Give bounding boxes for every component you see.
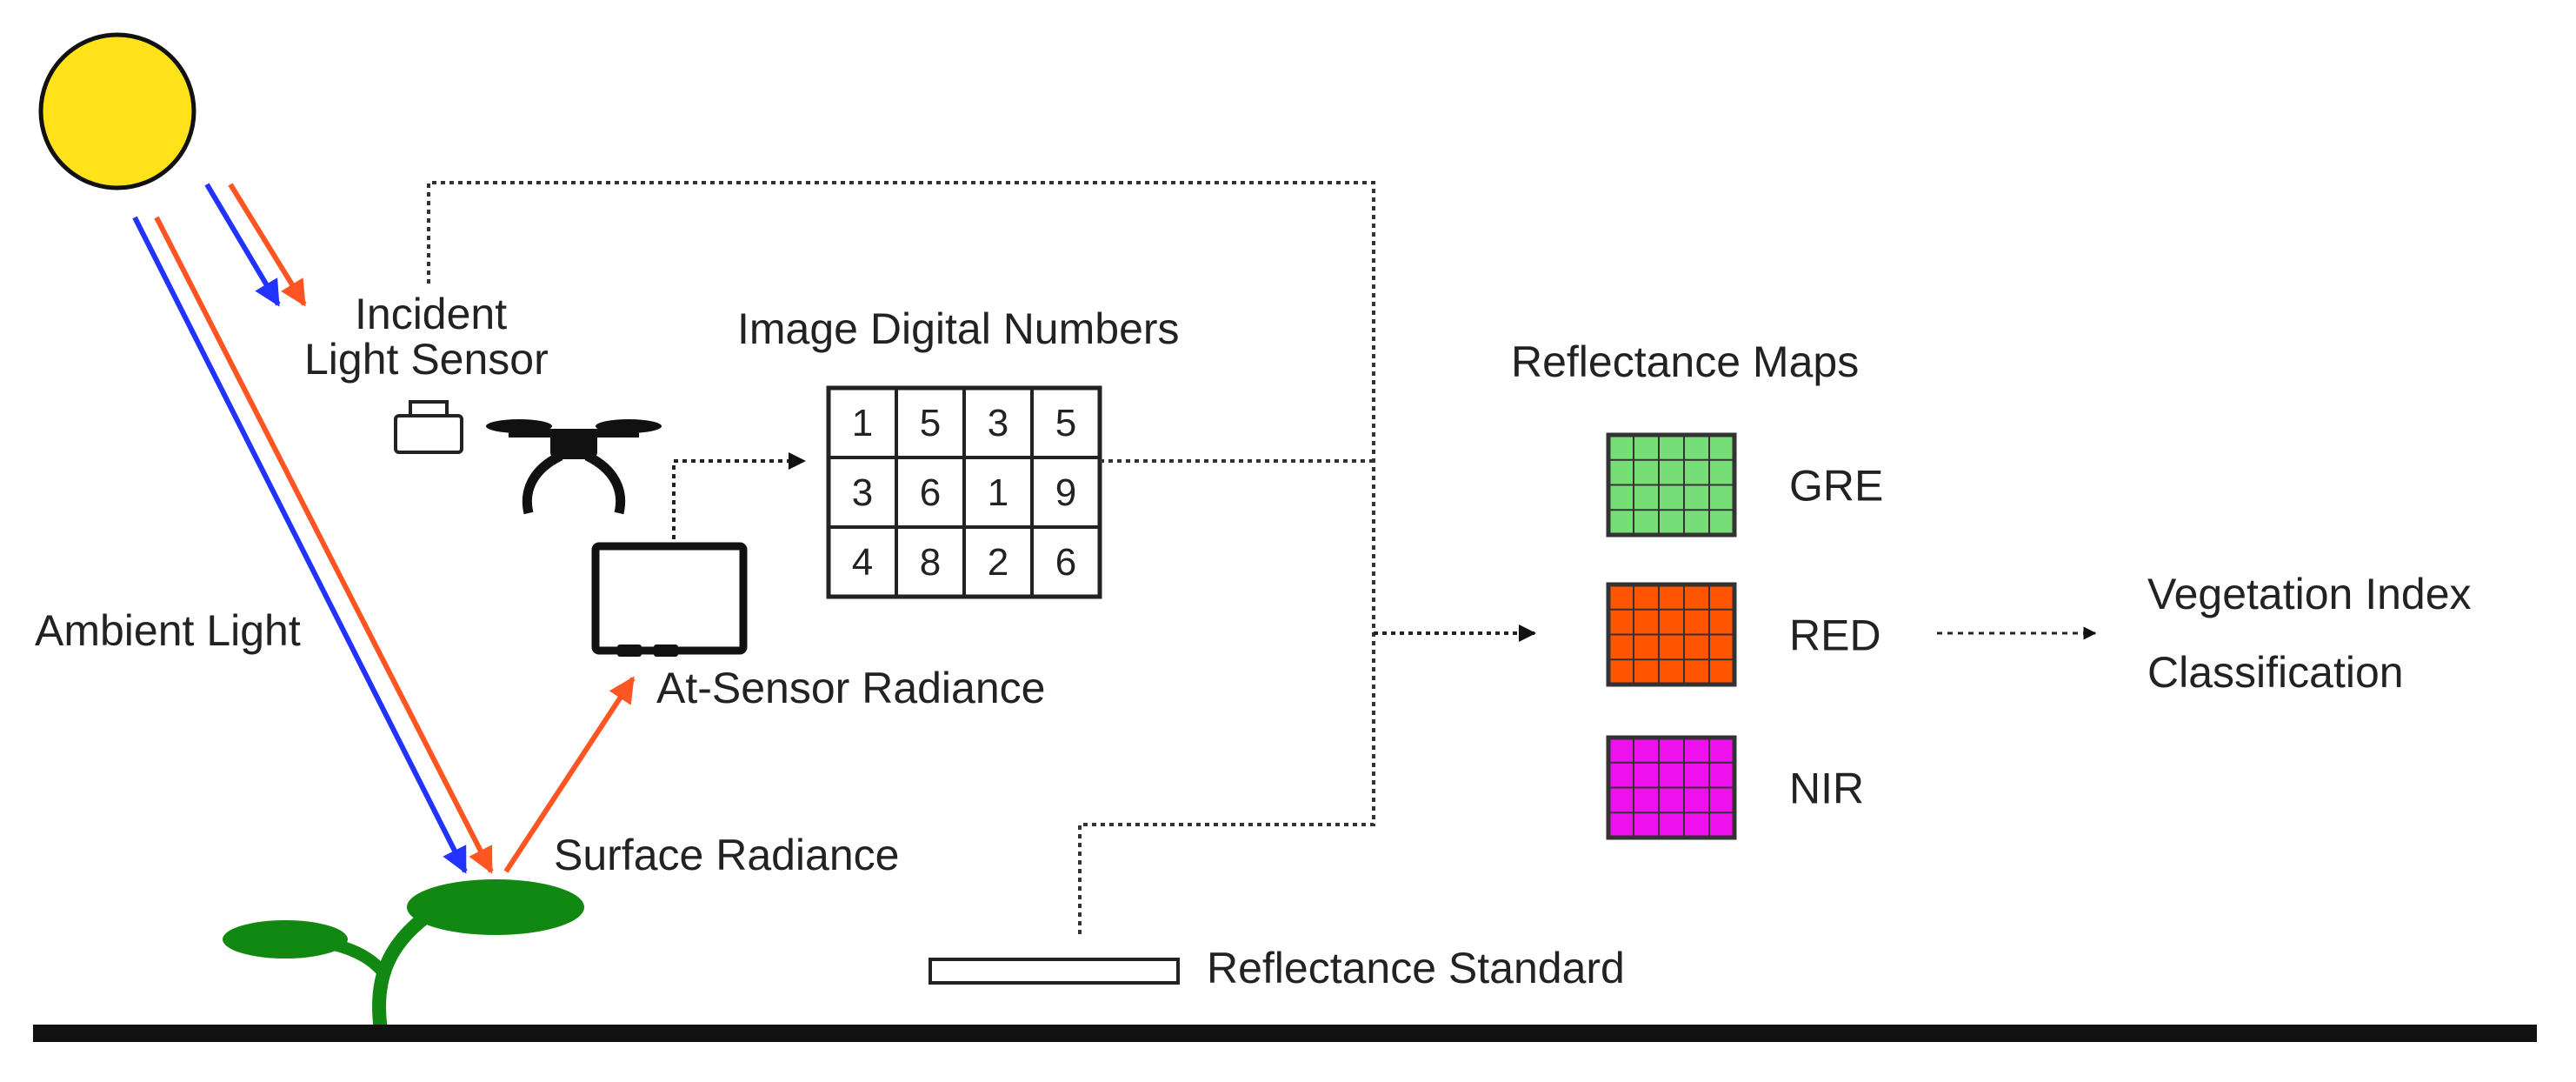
grid-cell-value: 4 [852,541,873,584]
reflectance-map-gre: GRE [1606,432,1883,538]
grid-cell-value: 6 [920,471,941,514]
grid-cell-value: 8 [920,541,941,584]
grid-cell-value: 5 [920,402,941,444]
ground-line [33,1025,2537,1042]
reflectance-maps: GRE RED NIR [1606,432,1883,840]
classification-label: Classification [2147,648,2404,697]
incident-ray-red [228,183,307,307]
incident-ray-blue [204,183,281,307]
reflectance-standard-panel [929,958,1180,985]
digital-number-grid: 1 5 3 5 3 6 1 9 4 8 2 6 [826,385,1102,599]
surface-radiance-label: Surface Radiance [554,831,899,879]
camera-sensor-icon [591,542,748,657]
grid-cell-value: 6 [1055,541,1076,584]
grid-cell-value: 3 [852,471,873,514]
incident-label-line1: Incident [355,290,507,338]
incident-light-sensor-icon [394,400,463,454]
grid-cell-value: 1 [852,402,873,444]
grid-cell-value: 5 [1055,402,1076,444]
grid-cell-value: 2 [988,541,1008,584]
reflectance-map-label: GRE [1789,462,1883,511]
incident-label-line2: Light Sensor [304,335,549,384]
image-digital-numbers-label: Image Digital Numbers [737,304,1180,353]
sun-icon [38,32,196,190]
plant-icon [223,879,584,1032]
ambient-light-label: Ambient Light [35,606,301,655]
ambient-ray-blue [132,216,468,874]
incident-sensor-connector [427,181,1375,938]
reflectance-map-red: RED [1606,582,1881,687]
drone-icon [486,419,662,515]
sensor-to-grid-arrow [672,452,806,539]
grid-cell-value: 1 [988,471,1008,514]
vegetation-index-label: Vegetation Index [2147,570,2472,618]
grid-cell-value: 9 [1055,471,1076,514]
grid-cell-value: 3 [988,402,1008,444]
reflectance-standard-label: Reflectance Standard [1207,944,1625,992]
reflectance-map-label: RED [1789,611,1881,660]
ambient-ray-red [154,216,494,874]
at-sensor-radiance-label: At-Sensor Radiance [656,664,1045,712]
reflectance-map-label: NIR [1789,765,1864,813]
reflectance-map-nir: NIR [1606,735,1864,840]
reflectance-maps-label: Reflectance Maps [1511,337,1859,386]
reflected-ray-red [503,676,636,873]
